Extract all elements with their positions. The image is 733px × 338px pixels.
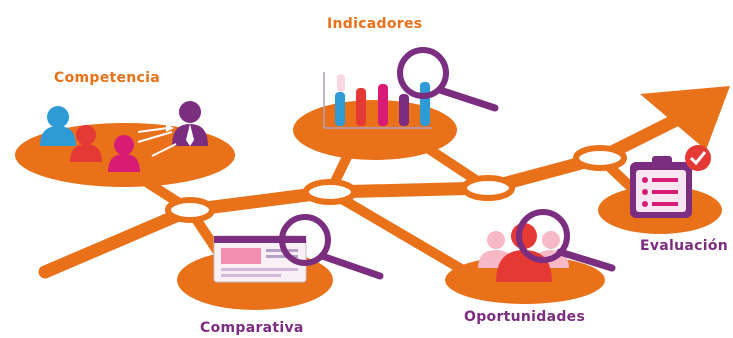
label-indicadores: Indicadores — [327, 16, 423, 32]
growth-arrowhead — [640, 86, 730, 150]
label-evaluacion: Evaluación — [640, 238, 729, 254]
people-group-icon — [40, 101, 208, 172]
joint-node — [165, 197, 215, 223]
checklist-clipboard-icon — [630, 145, 711, 218]
joint-node — [461, 175, 515, 201]
label-comparativa: Comparativa — [200, 320, 304, 336]
platform-indicadores — [293, 100, 457, 160]
document-magnifier-icon — [213, 214, 384, 283]
branch-oportunidades — [327, 187, 483, 285]
joint-node — [303, 179, 357, 205]
label-oportunidades: Oportunidades — [464, 309, 586, 325]
joint-node — [573, 145, 627, 171]
bar-chart-magnifier-icon — [323, 47, 499, 129]
person-magnifier-icon — [478, 209, 616, 282]
label-competencia: Competencia — [54, 70, 160, 86]
